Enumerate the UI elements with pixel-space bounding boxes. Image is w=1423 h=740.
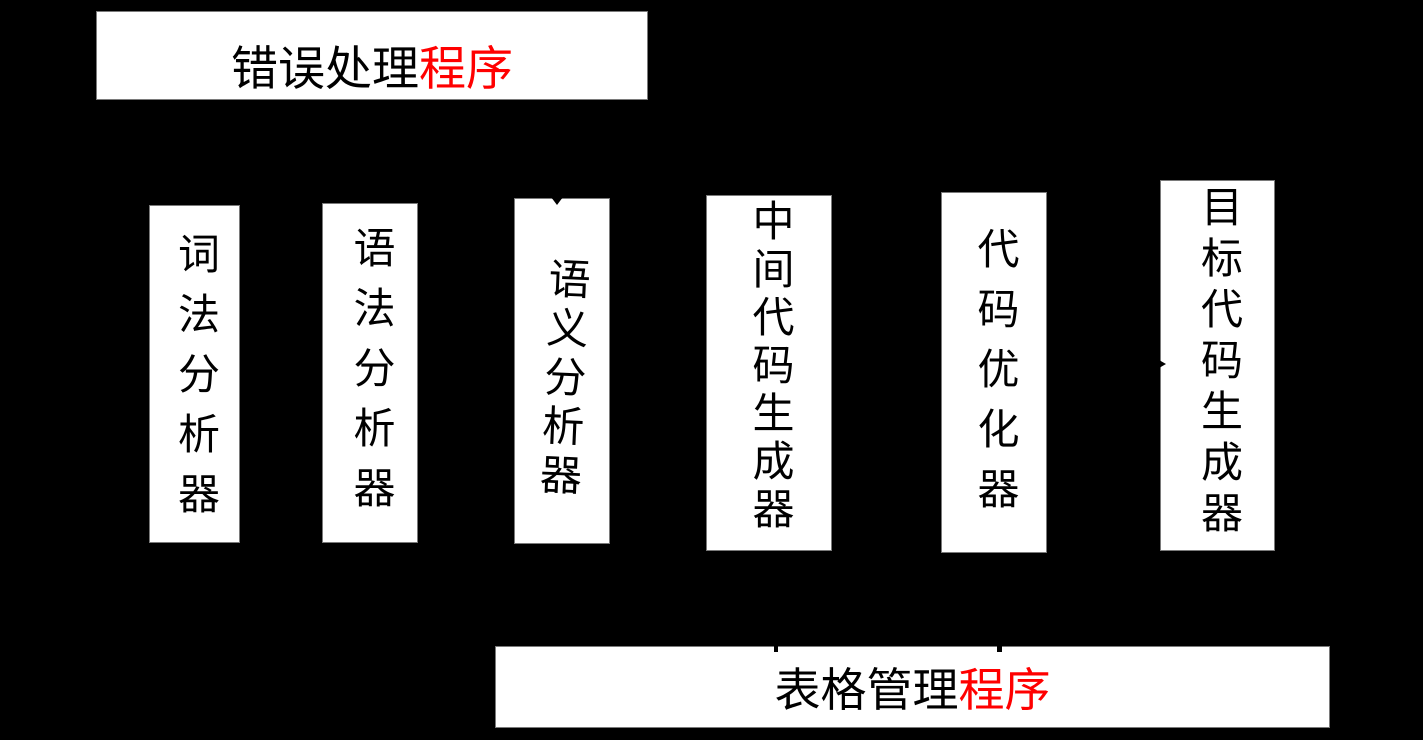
- stage-label-syntax-analyzer: 语法分析器: [347, 226, 393, 526]
- stage-label-semantic-analyzer: 语义分析器: [532, 256, 590, 503]
- table-manager-label: 表格管理程序: [775, 654, 1051, 720]
- stage-box-semantic-analyzer: 语义分析器: [514, 198, 610, 544]
- stage-label-intermediate-code-generator: 中间代码生成器: [746, 199, 792, 535]
- table-manager-label-black: 表格管理: [774, 665, 959, 716]
- arrowhead-down-icon: [551, 197, 563, 205]
- stage-box-syntax-analyzer: 语法分析器: [322, 203, 418, 543]
- table-manager-box: 表格管理程序: [495, 646, 1330, 728]
- stage-box-code-optimizer: 代码优化器: [941, 192, 1047, 553]
- table-manager-label-red: 程序: [958, 665, 1051, 716]
- arrowhead-right-icon: [1152, 356, 1166, 372]
- error-handler-label-red: 程序: [419, 44, 513, 96]
- arrow-line-stub-icon: [997, 642, 1002, 652]
- stage-box-target-code-generator: 目标代码生成器: [1160, 180, 1275, 551]
- error-handler-label: 错误处理程序: [231, 30, 513, 99]
- stage-box-intermediate-code-generator: 中间代码生成器: [706, 195, 832, 551]
- error-handler-label-black: 错误处理: [231, 44, 419, 96]
- error-handler-box: 错误处理程序: [96, 11, 648, 100]
- arrow-line-stub-icon: [774, 642, 778, 652]
- stage-label-code-optimizer: 代码优化器: [971, 227, 1017, 527]
- stage-label-target-code-generator: 目标代码生成器: [1194, 185, 1241, 542]
- stage-box-lexical-analyzer: 词法分析器: [149, 205, 240, 543]
- stage-label-lexical-analyzer: 词法分析器: [171, 232, 218, 532]
